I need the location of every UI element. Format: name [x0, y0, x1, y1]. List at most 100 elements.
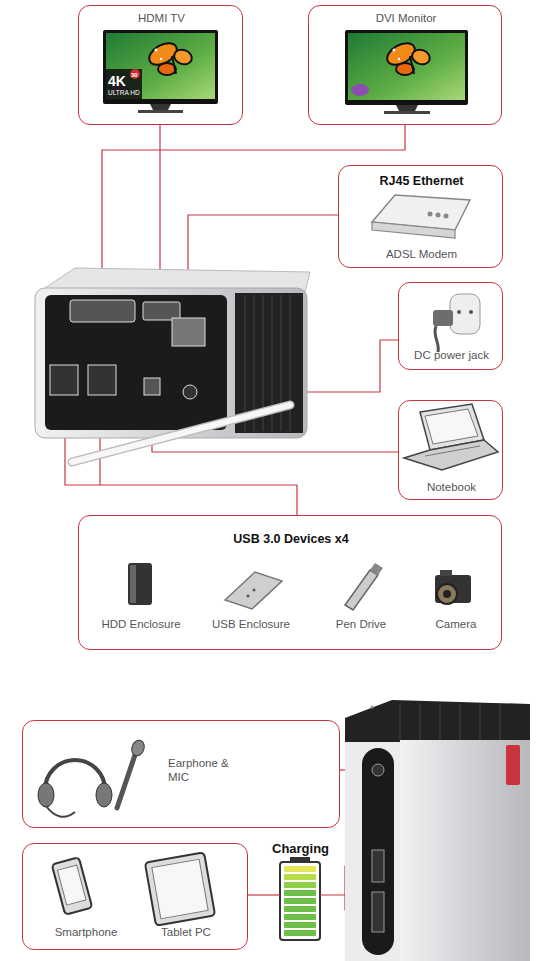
tv-illustration-part: [138, 110, 183, 113]
modem-illustration-part: [444, 214, 449, 219]
docking-station-part: [45, 295, 227, 430]
modem-illustration-part: [372, 222, 455, 238]
usb-device-icons-part: [440, 570, 452, 576]
monitor-illustration-part: [396, 105, 418, 111]
docking-station-part: [245, 295, 246, 431]
box-text: USB Enclosure: [201, 618, 301, 632]
docking-station-part: [172, 318, 205, 346]
phone-tablet-icons: [52, 852, 215, 925]
notebook-illustration: [404, 404, 498, 470]
phone-tablet-icons-part: [52, 857, 93, 914]
tower-dock-part: [400, 704, 401, 740]
usb-device-icons-part: [370, 563, 383, 575]
text-label: 30: [131, 72, 138, 78]
docking-station-part: [143, 302, 180, 320]
tower-dock-part: [500, 704, 501, 740]
device-box: Earphone & MIC: [22, 720, 340, 828]
battery-icon-part: [284, 914, 316, 920]
headphone-mic-icons-part: [130, 738, 147, 757]
notebook-illustration-part: [425, 446, 480, 456]
usb-device-icons-part: [128, 563, 152, 605]
tower-dock-part: [460, 704, 461, 740]
battery-icon-part: [284, 882, 316, 888]
power-plug-illustration: [433, 294, 480, 352]
box-text: HDD Enclosure: [91, 618, 191, 632]
text-label: ULTRA HD: [108, 90, 140, 97]
usb-device-icons-part: [130, 565, 136, 603]
tv-illustration-part: [130, 69, 140, 79]
usb-device-icons-part: [443, 590, 451, 598]
box-text: ADSL Modem: [339, 248, 504, 262]
power-plug-illustration-part: [457, 310, 461, 314]
text-label: Charging: [272, 842, 329, 855]
box-title: RJ45 Ethernet: [339, 174, 504, 189]
monitor-illustration-part: [384, 39, 432, 75]
usb-device-icons: [128, 563, 471, 610]
battery-icon-part: [284, 874, 316, 880]
monitor-illustration-part: [345, 30, 468, 105]
usb-device-icons-part: [253, 589, 256, 592]
usb-device-icons-part: [247, 595, 250, 598]
monitor-illustration-part: [351, 84, 369, 96]
docking-station-part: [290, 295, 291, 431]
battery-icon-part: [284, 898, 316, 904]
box-text: Camera: [406, 618, 506, 632]
tower-dock-part: [440, 704, 441, 740]
phone-tablet-icons-part: [145, 852, 215, 925]
docking-station-part: [144, 378, 160, 395]
connector-line: [65, 125, 405, 515]
docking-station-part: [183, 385, 197, 399]
tower-dock-part: [372, 764, 384, 776]
tower-dock-part: [480, 704, 481, 740]
box-title: Notebook: [399, 481, 504, 495]
connector-line-part: [248, 894, 280, 895]
device-box: Smartphone Tablet PC: [22, 843, 248, 950]
modem-illustration-part: [436, 213, 441, 218]
box-title: Earphone & MIC: [168, 757, 238, 785]
tower-dock: [345, 700, 530, 961]
box-title: HDMI TV: [79, 12, 244, 26]
text-label: 4K: [108, 74, 126, 88]
monitor-illustration-part: [348, 33, 465, 100]
device-box: USB 3.0 Devices x4HDD EnclosureUSB Enclo…: [78, 515, 502, 650]
box-text: Tablet PC: [141, 926, 231, 940]
device-box: DC power jack: [398, 282, 503, 370]
tower-dock-part: [372, 850, 384, 882]
usb-device-icons-part: [225, 572, 282, 609]
tv-illustration-part: [103, 30, 218, 104]
tv-illustration-part: [106, 69, 142, 99]
phone-tablet-icons-part: [152, 859, 208, 919]
tv-illustration-part: [150, 104, 171, 110]
tower-dock-part: [372, 892, 384, 932]
battery-icon-part: [284, 922, 316, 928]
power-plug-illustration-part: [433, 310, 453, 326]
headphone-mic-icons: [38, 738, 146, 816]
tower-dock-part: [420, 704, 421, 740]
tower-dock-part: [362, 748, 394, 955]
battery-icon-part: [284, 906, 316, 912]
tower-dock-part: [345, 700, 530, 745]
box-text: Pen Drive: [311, 618, 411, 632]
tower-dock-part: [345, 742, 401, 961]
battery-icon-part: [284, 890, 316, 896]
headphone-mic-icons-part: [45, 760, 105, 790]
device-box: Notebook: [398, 400, 503, 500]
monitor-illustration-part: [384, 111, 430, 114]
modem-illustration-part: [428, 212, 433, 217]
docking-station-part: [72, 405, 290, 462]
box-title: Smartphone: [41, 926, 131, 940]
usb-device-icons-part: [437, 584, 457, 604]
box-title: DVI Monitor: [309, 12, 503, 26]
tv-illustration-part: [106, 33, 215, 99]
device-box: DVI Monitor: [308, 5, 502, 125]
usb-device-icons-part: [345, 570, 378, 610]
power-plug-illustration-part: [435, 326, 438, 352]
headphone-mic-icons-part: [117, 752, 136, 808]
tower-dock-part: [371, 706, 374, 709]
battery-icon-part: [280, 862, 320, 940]
headphone-mic-icons-part: [96, 783, 112, 807]
tower-dock-part: [400, 740, 530, 961]
tower-dock-part: [506, 745, 520, 785]
